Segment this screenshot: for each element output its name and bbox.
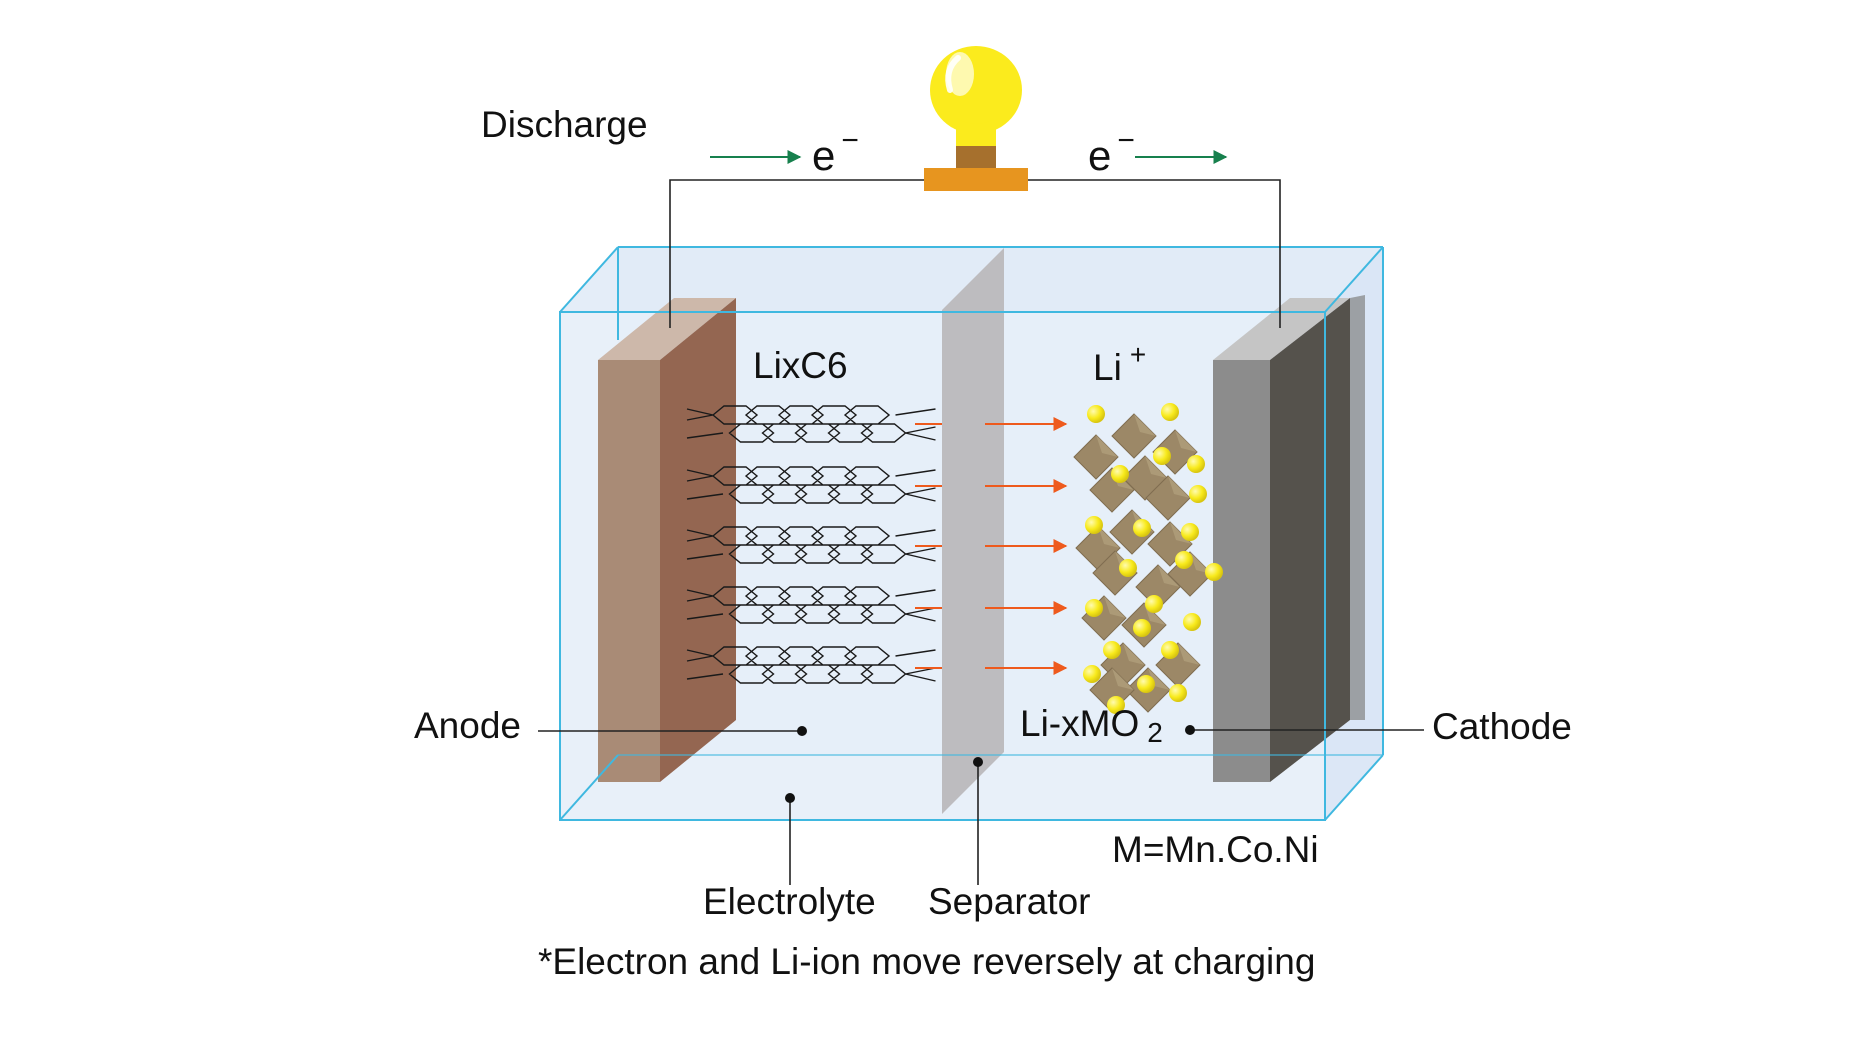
anode-material-label: LixC6 (753, 345, 848, 386)
separator-plate (942, 248, 1004, 814)
li-ion-dot (1175, 551, 1193, 569)
oxide-cube-highlight (1178, 643, 1200, 665)
oxide-cube-highlight (1123, 643, 1145, 665)
oxide-cube-highlight (1168, 476, 1190, 498)
li-ion-dot (1133, 619, 1151, 637)
anode-electrode (598, 298, 736, 782)
li-ion-dot (1161, 403, 1179, 421)
wire-left (669, 179, 924, 328)
oxide-cube-highlight (1175, 430, 1197, 452)
metals-label: M=Mn.Co.Ni (1112, 829, 1319, 870)
cathode-side (1270, 298, 1350, 782)
li-ion-dot (1107, 696, 1125, 714)
li-ion-arrows (915, 417, 1068, 675)
oxide-cube-highlight (1104, 596, 1126, 618)
li-ion-dot (1205, 563, 1223, 581)
graphite-layers (686, 405, 936, 684)
tank-edges (559, 246, 1384, 821)
li-ion-dot (1189, 485, 1207, 503)
graphite-layer (686, 405, 936, 443)
bulb-plate (924, 168, 1028, 191)
bulb-base (956, 146, 996, 170)
electron-label-right: e− (1088, 124, 1135, 179)
graphite-sheet (686, 646, 936, 684)
leader-lines (538, 725, 1424, 885)
oxide-cube-highlight (1134, 414, 1156, 436)
footnote: *Electron and Li-ion move reversely at c… (538, 941, 1315, 982)
anode-top (598, 298, 736, 360)
graphite-sheet (686, 526, 936, 564)
anode-label: Anode (414, 705, 521, 746)
anode-side (660, 298, 736, 782)
oxide-cube-highlight (1098, 526, 1120, 548)
li-ion-dot (1111, 465, 1129, 483)
graphite-sheet (686, 466, 936, 504)
li-ion-dot (1133, 519, 1151, 537)
li-ion-dot (1087, 405, 1105, 423)
li-ion-dot (1085, 516, 1103, 534)
li-ion-dot (1119, 559, 1137, 577)
discharge-label: Discharge (481, 104, 648, 145)
graphite-layer (686, 466, 936, 504)
oxide-cube-highlight (1112, 668, 1134, 690)
li-ion-dot (1169, 684, 1187, 702)
li-ion-dot (1153, 447, 1171, 465)
electrolyte-label: Electrolyte (703, 881, 876, 922)
oxide-cube-highlight (1145, 456, 1167, 478)
graphite-sheet (686, 586, 936, 624)
li-ion-dot (1181, 523, 1199, 541)
electron-label-left: e− (812, 124, 859, 179)
separator-label: Separator (928, 881, 1091, 922)
graphite-sheet (686, 405, 936, 443)
oxide-cube-highlight (1158, 565, 1180, 587)
tank-top-face (560, 247, 1383, 312)
cathode-electrode (1213, 295, 1365, 782)
cathode-label: Cathode (1432, 706, 1572, 747)
li-ion-dot (1083, 665, 1101, 683)
light-bulb-icon (924, 46, 1028, 191)
graphite-layer (686, 526, 936, 564)
li-ion-dot (1085, 599, 1103, 617)
metal-oxide-lattice (1073, 403, 1223, 714)
cathode-back-edge (1350, 295, 1365, 720)
oxide-cube-highlight (1096, 435, 1118, 457)
graphite-layer (686, 586, 936, 624)
graphite-layer (686, 646, 936, 684)
li-ion-dot (1183, 613, 1201, 631)
li-ion-dot (1161, 641, 1179, 659)
li-ion-dot (1103, 641, 1121, 659)
li-ion-dot (1145, 595, 1163, 613)
cathode-top (1213, 298, 1350, 360)
anode-front (598, 360, 660, 782)
external-circuit (669, 179, 1281, 328)
li-ion-dot (1187, 455, 1205, 473)
li-ion-dot (1137, 675, 1155, 693)
li-ion-label: Li+ (1093, 339, 1146, 388)
wire-right (1028, 179, 1281, 328)
